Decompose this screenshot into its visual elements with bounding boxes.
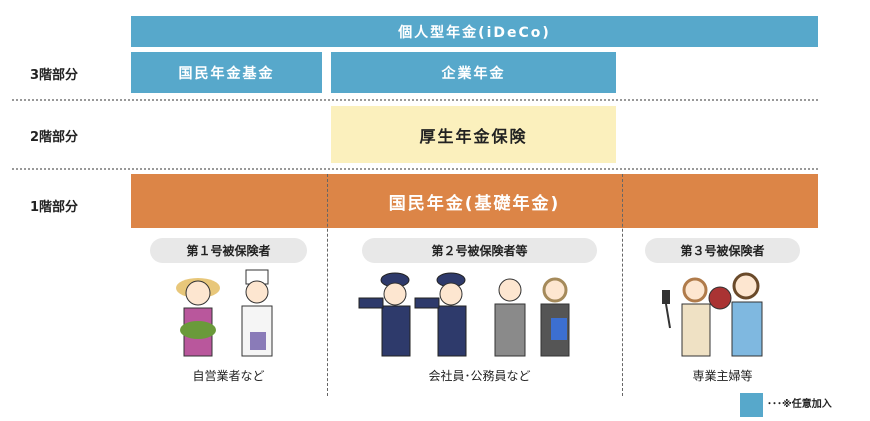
tier1-label: 1階部分 — [30, 200, 79, 215]
divider — [327, 174, 328, 396]
tier3-label: 3階部分 — [30, 68, 79, 83]
group1-caption: 自営業者など — [192, 369, 265, 383]
divider — [12, 168, 818, 170]
group2-label: 第２号被保険者等 — [362, 238, 597, 263]
tier2-label: 2階部分 — [30, 130, 79, 145]
homemaker-illustration — [662, 272, 763, 357]
ideco-box: 個人型年金(iDeCo) — [131, 16, 818, 47]
employee-pension-box: 厚生年金保険 — [331, 106, 616, 163]
corporate-pension-box: 企業年金 — [331, 52, 616, 93]
group1-label: 第１号被保険者 — [150, 238, 307, 263]
national-pension-box: 国民年金(基礎年金) — [131, 174, 818, 228]
national-pension-fund-box: 国民年金基金 — [131, 52, 322, 93]
self-employed-illustration — [176, 269, 273, 357]
legend-swatch — [740, 393, 763, 417]
legend-text: ･･･※任意加入 — [767, 399, 832, 410]
divider — [12, 99, 818, 101]
divider — [622, 174, 623, 396]
group3-label: 第３号被保険者 — [645, 238, 800, 263]
group3-caption: 専業主婦等 — [692, 369, 753, 383]
employee-illustration — [358, 272, 570, 357]
group2-caption: 会社員･公務員など — [428, 369, 531, 383]
